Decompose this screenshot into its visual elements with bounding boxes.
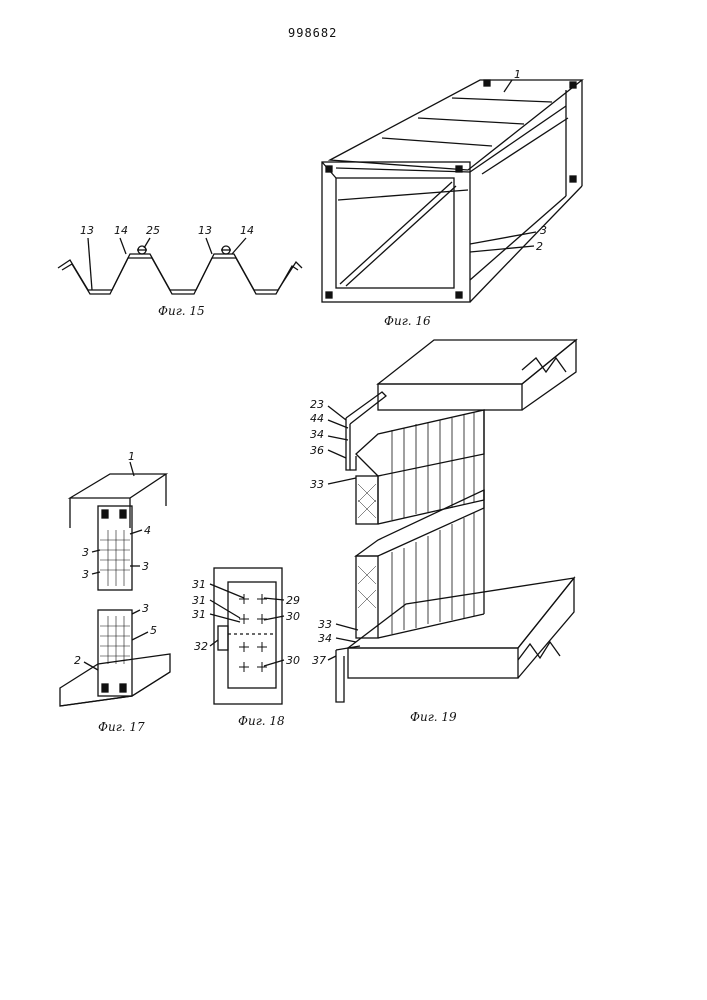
fig15-label-13a: 13	[80, 224, 94, 237]
fig18-caption: Фиг. 18	[238, 714, 285, 728]
fig15-caption: Фиг. 15	[158, 304, 205, 318]
fig16-label-1: 1	[514, 68, 521, 81]
fig17-label-3a: 3	[82, 546, 89, 559]
fig18-label-30b: 30	[286, 654, 300, 667]
fig15-profile-drawing	[58, 238, 302, 294]
fig15-label-14b: 14	[240, 224, 254, 237]
fig19-label-34a: 34	[310, 428, 324, 441]
fig17-label-3d: 3	[142, 602, 149, 615]
fig15-label-25: 25	[146, 224, 160, 237]
fig18-label-30a: 30	[286, 610, 300, 623]
fig18-label-29: 29	[286, 594, 300, 607]
fig16-caption: Фиг. 16	[384, 314, 431, 328]
fig17-label-2: 2	[74, 654, 81, 667]
fig19-label-33a: 33	[310, 478, 324, 491]
fig17-label-3c: 3	[142, 560, 149, 573]
fig16-label-2: 2	[536, 240, 543, 253]
fig16-frame-drawing	[322, 80, 582, 302]
fig19-label-23: 23	[310, 398, 324, 411]
fig18-label-31b: 31	[192, 594, 206, 607]
fig19-label-34b: 34	[318, 632, 332, 645]
fig17-label-5: 5	[150, 624, 157, 637]
fig19-label-37: 37	[312, 654, 326, 667]
fig19-label-36: 36	[310, 444, 324, 457]
fig15-label-13b: 13	[198, 224, 212, 237]
fig17-joint-drawing	[60, 462, 170, 706]
fig18-label-31a: 31	[192, 578, 206, 591]
fig19-label-33b: 33	[318, 618, 332, 631]
fig19-caption: Фиг. 19	[410, 710, 457, 724]
fig19-label-44: 44	[310, 412, 324, 425]
fig15-label-14a: 14	[114, 224, 128, 237]
fig17-caption: Фиг. 17	[98, 720, 145, 734]
fig18-plate-drawing	[210, 568, 284, 704]
fig18-label-31c: 31	[192, 608, 206, 621]
fig18-label-32: 32	[194, 640, 208, 653]
fig19-panel-drawing	[328, 340, 576, 702]
fig17-label-4: 4	[144, 524, 151, 537]
fig16-label-3: 3	[540, 224, 547, 237]
fig17-label-3b: 3	[82, 568, 89, 581]
fig17-label-1: 1	[128, 450, 135, 463]
